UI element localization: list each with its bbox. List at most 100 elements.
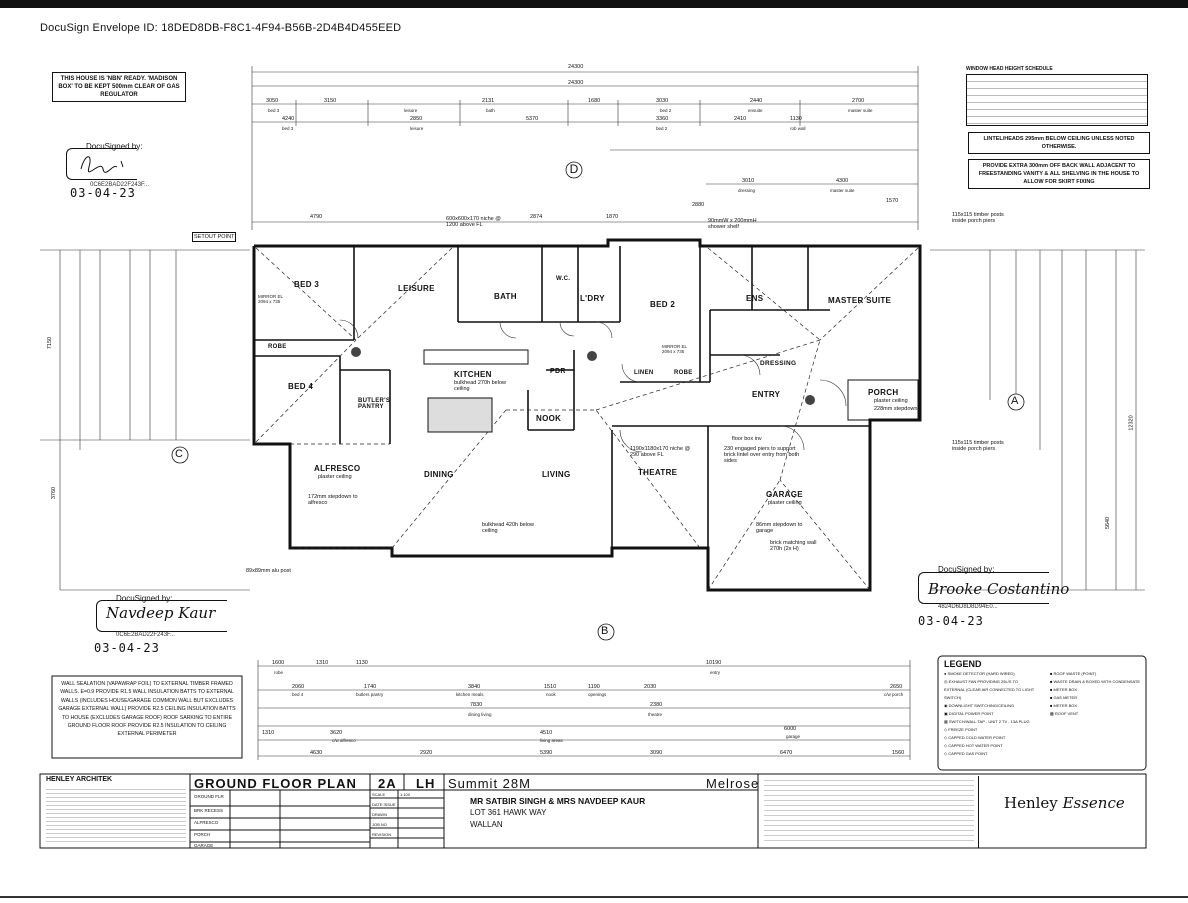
sig2-frame	[96, 600, 227, 632]
legend-item: ▦ SWITCH/WALL TAP - UNIT 2 TV - 13A PLUG	[944, 719, 1030, 724]
legend-item: ◇ CAPPED HOT WATER POINT	[944, 743, 1003, 748]
sig1-frame	[66, 148, 137, 180]
mirror-note-2: MIRROR EL 2094 x 735	[662, 344, 687, 354]
room-garage: GARAGE	[766, 490, 803, 499]
dim-top-5: 3030	[656, 98, 669, 104]
dim-b2-3: 3840	[468, 684, 481, 690]
bottom-border-line	[0, 896, 1188, 898]
room-nook: NOOK	[536, 414, 562, 423]
dim-r2-4: 3360	[656, 116, 669, 122]
dim-b5-1: 4630	[310, 750, 323, 756]
dim-r3-1: 3010	[742, 178, 755, 184]
insulation-note: WALL SEALATION (VAPAWRAP FOIL) TO EXTERN…	[58, 681, 236, 738]
dim-r2-2: 2850	[410, 116, 423, 122]
dim-top-label-1: bed 3	[268, 108, 280, 113]
dim-inner: 24300	[568, 80, 584, 86]
job-no-label: JOB NO	[372, 822, 387, 827]
dim-r2-3: 5370	[526, 116, 539, 122]
dim-b1-2: 1310	[316, 660, 329, 666]
room-master: MASTER SUITE	[828, 296, 892, 305]
setout-point-label: SETOUT POINT	[192, 232, 237, 242]
dim-r2-label-2: leisure	[410, 126, 424, 131]
room-theatre: THEATRE	[638, 468, 678, 477]
dim-r2-6: 1130	[790, 116, 802, 122]
sig2-label: DocuSigned by:	[116, 594, 173, 603]
garage-stepdown-note: 86mm stepdown to garage	[756, 522, 803, 534]
window-schedule-title: WINDOW HEAD HEIGHT SCHEDULE	[966, 66, 1053, 72]
sig2-date: 03-04-23	[94, 641, 160, 655]
brand-logo: Henley Essence	[1004, 794, 1125, 812]
garage-brick-note: brick matching wall 270h (2x H)	[770, 540, 817, 552]
dim-b1-1: 1600	[272, 660, 285, 666]
dim-b1-3: 1130	[356, 660, 368, 666]
dim-r2-label-3: bed 2	[656, 126, 668, 131]
scale-label: SCALE	[372, 792, 386, 797]
marker-d-label: D	[569, 162, 579, 176]
kitchen-bulkhead-note: bulkhead 270h below ceiling	[454, 380, 506, 392]
kitchen-bench	[423, 349, 529, 365]
alu-post-note: 89x89mm alu post	[246, 568, 291, 574]
room-dressing: DRESSING	[760, 360, 797, 367]
sig3-name: Brooke Costantino	[928, 580, 1070, 598]
areas-row-1: GROUND FLR	[194, 794, 224, 799]
legend-item: ■ GAS METER	[1050, 695, 1078, 700]
room-porch: PORCH	[868, 388, 899, 397]
company-fine-print	[46, 786, 186, 842]
dim-top-3: 2131	[482, 98, 495, 104]
revision-label: REVISION	[372, 832, 392, 837]
legend-col-1: ● SMOKE DETECTOR (HARD WIRED) ◎ EXHAUST …	[944, 670, 1040, 758]
legend-item: ◇ CAPPED GAS POINT	[944, 751, 988, 756]
legend-item: ▣ DIGITAL POWER POINT	[944, 711, 994, 716]
dim-b4-2: 4510	[540, 730, 553, 736]
dim-b2-2: 1740	[364, 684, 377, 690]
dim-b3-label-2: theatre	[648, 712, 663, 717]
dim-b3-1: 7830	[470, 702, 483, 708]
dim-b5-5: 6470	[780, 750, 793, 756]
marker-b-label: B	[601, 625, 609, 637]
dim-top-4: 1680	[588, 98, 601, 104]
room-bed4: BED 4	[288, 382, 314, 391]
dim-r3-label-2: master suite	[830, 188, 855, 193]
room-linen: LINEN	[634, 370, 654, 376]
dimension-lines	[40, 66, 1145, 760]
dim-b2-6: 2030	[644, 684, 657, 690]
dim-b4-label-2: living areas	[540, 738, 563, 743]
entry-piers-note: 230 engaged piers to support brick linte…	[724, 446, 800, 464]
dim-b3-label-3: garage	[786, 734, 801, 739]
lintel-note: LINTEL/HEADS 295mm BELOW CEILING UNLESS …	[968, 132, 1150, 154]
legend-item: ◇ FREEZE POINT	[944, 727, 978, 732]
dim-r4-5: 1570	[886, 198, 899, 204]
dim-b4-1: 3620	[330, 730, 343, 736]
dim-left-c: 3760	[51, 486, 58, 500]
scale-value: 1:100	[400, 792, 411, 797]
room-dining: DINING	[424, 470, 454, 479]
room-bed3: BED 3	[294, 280, 320, 289]
skirt-note: PROVIDE EXTRA 300mm OFF BACK WALL ADJACE…	[968, 159, 1150, 189]
legend-frame	[937, 655, 1147, 771]
door-swings	[339, 319, 847, 453]
dim-b2-label-5: openings	[588, 692, 607, 697]
drawing-code: 2A	[378, 776, 397, 791]
model-name: Summit 28M	[448, 776, 531, 791]
dim-r3-label-1: dressing	[738, 188, 756, 193]
room-kitchen: KITCHEN	[454, 370, 492, 379]
dim-b3-3: 6000	[784, 726, 797, 732]
legend-item: ● SMOKE DETECTOR (HARD WIRED)	[944, 671, 1015, 676]
dim-b5-3: 5390	[540, 750, 553, 756]
nbn-note: THIS HOUSE IS 'NBN' READY. 'MADISON BOX'…	[52, 72, 186, 102]
dim-b4-3: 1310	[262, 730, 275, 736]
dim-b2-5: 1190	[588, 684, 600, 690]
interior-walls	[254, 246, 870, 548]
dim-top-label-3: bath	[486, 108, 495, 113]
dim-b2-label-3: kitchen meals	[456, 692, 484, 697]
roof-hip-lines	[255, 247, 919, 591]
sig1-label: DocuSigned by:	[86, 142, 143, 151]
room-ens: ENS	[746, 294, 764, 303]
legend-item: ■ WASTE DRAIN & BOXED WITH CONDENSATE	[1050, 679, 1140, 684]
areas-row-2: BRK RECESS	[194, 808, 224, 813]
kitchen-island	[427, 397, 493, 433]
top-border-bar	[0, 0, 1188, 8]
alfresco-stepdown-note: 172mm stepdown to alfresco	[308, 494, 358, 506]
title-block-frame	[39, 773, 1147, 849]
